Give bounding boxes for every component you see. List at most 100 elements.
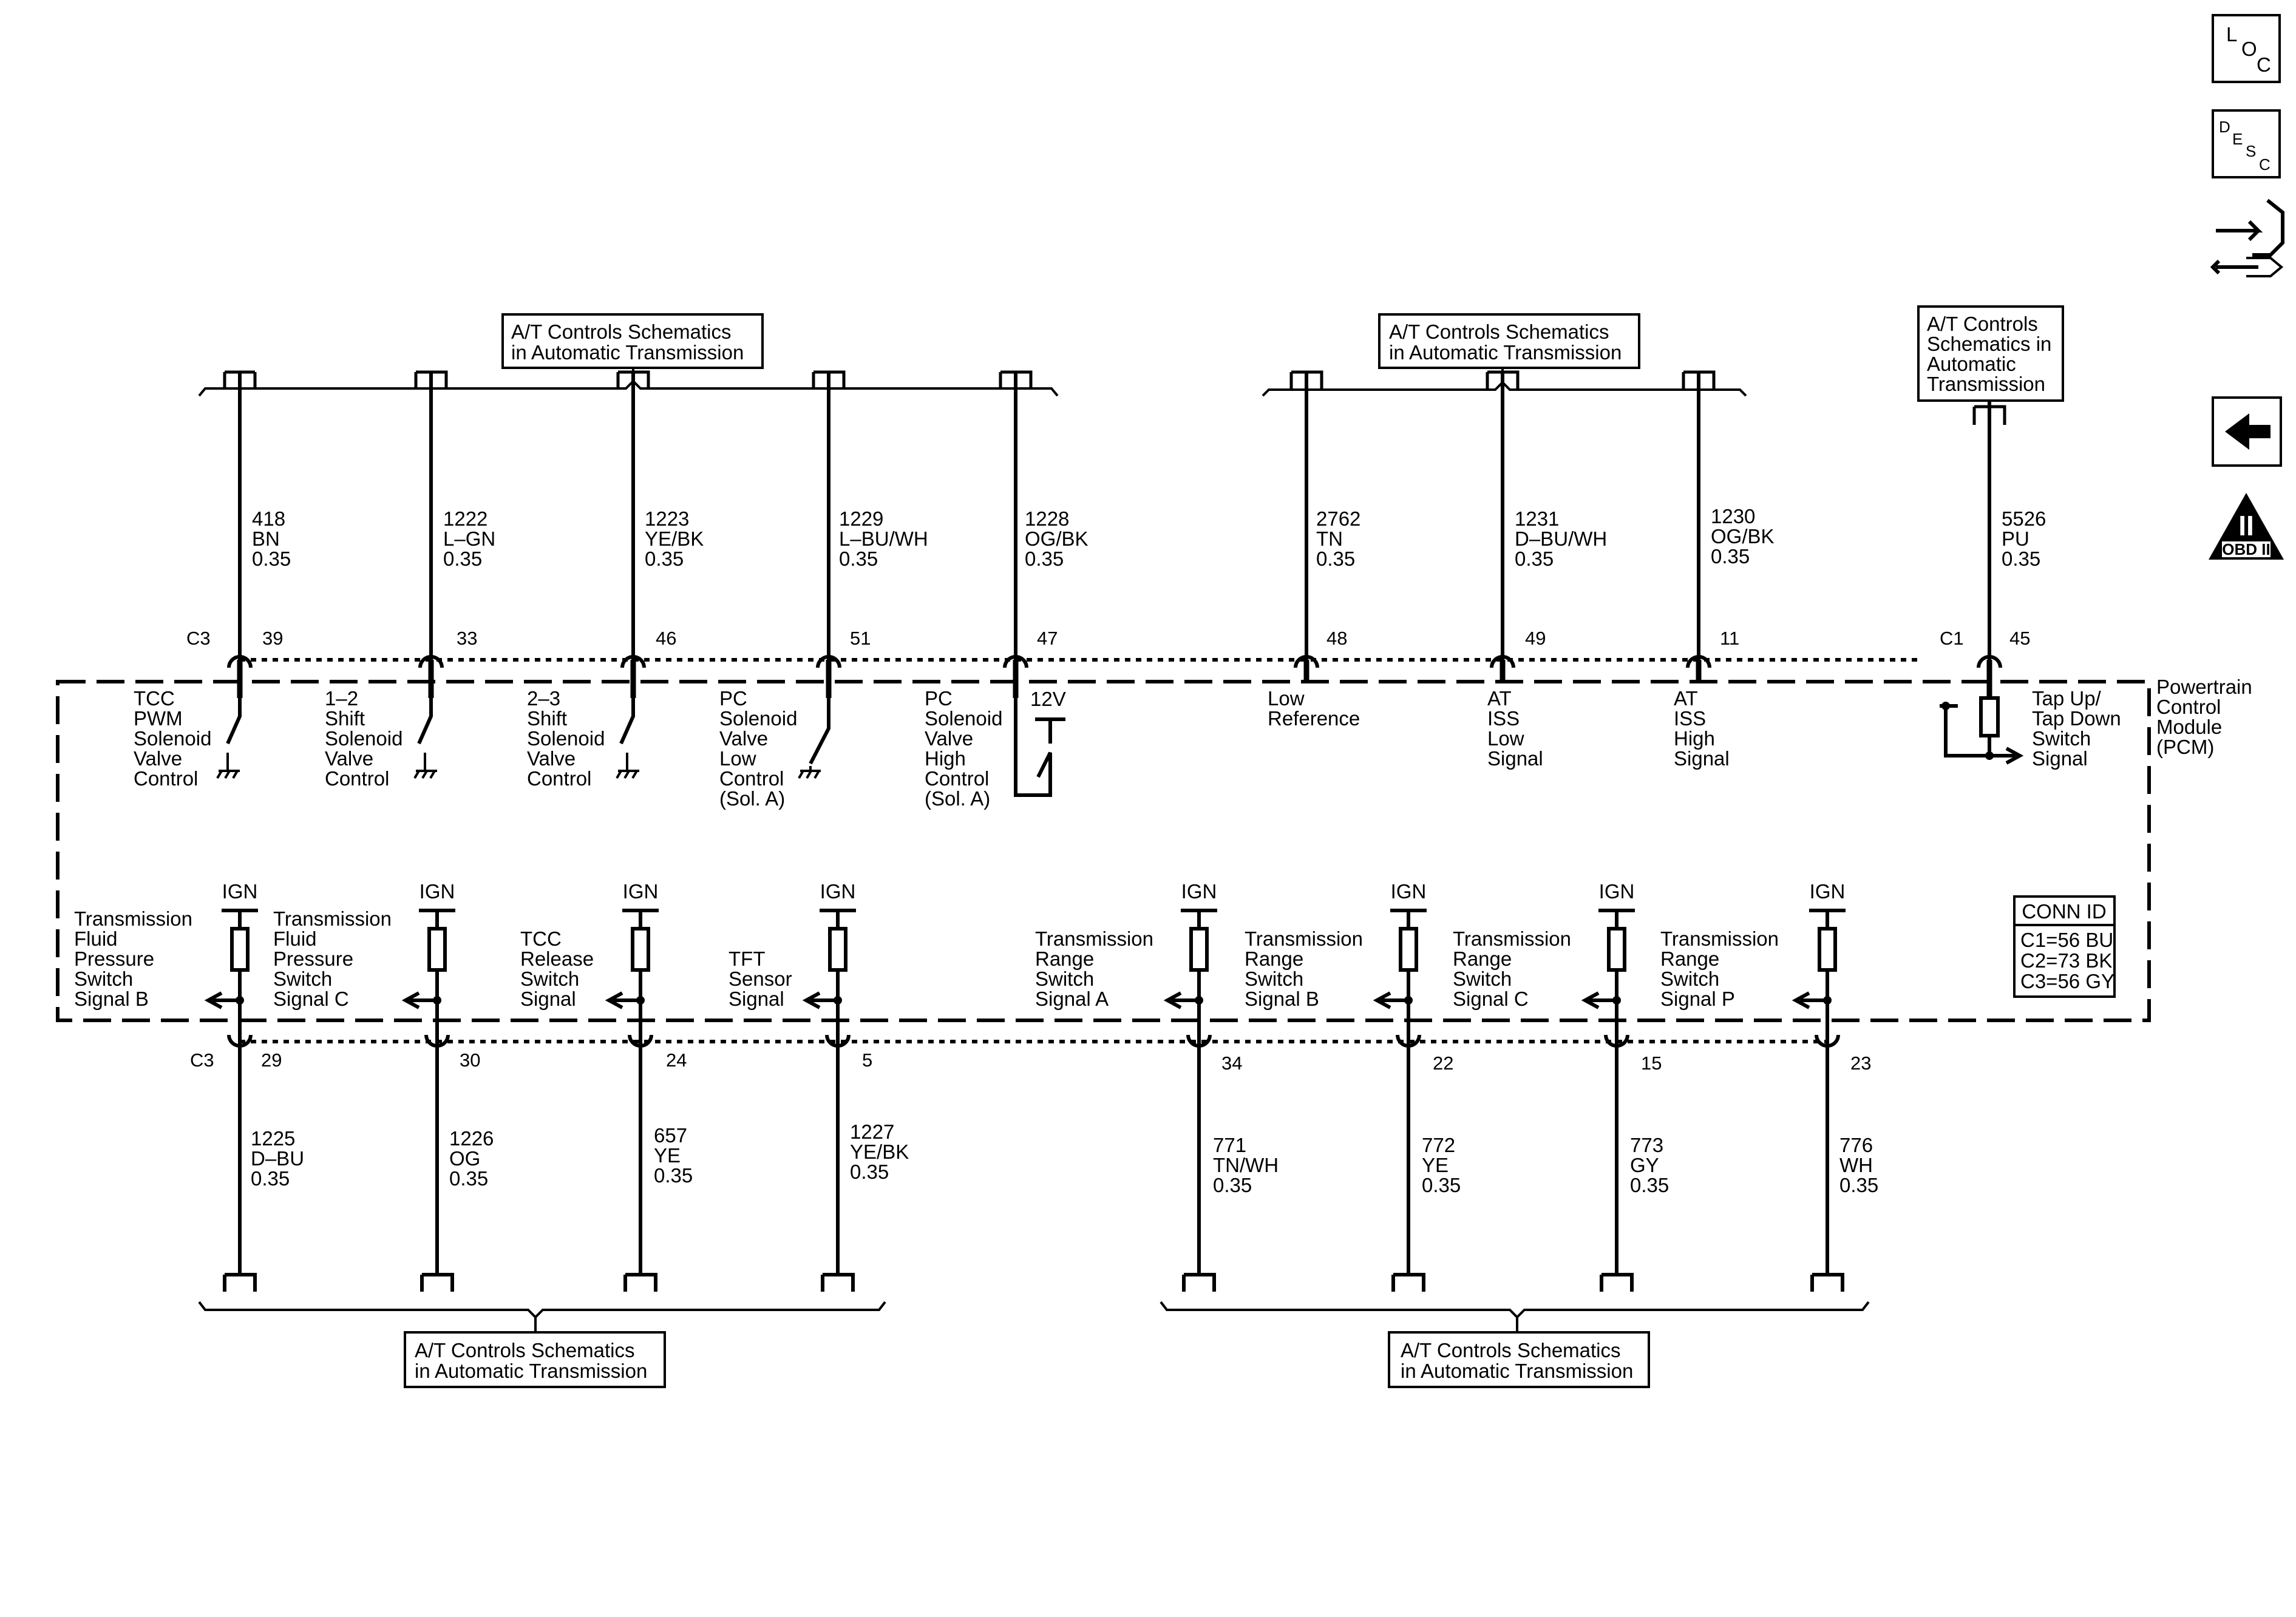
pcm-module-box [56, 680, 2151, 1022]
svg-text:OG: OG [449, 1147, 480, 1170]
circuit-tfp-signal-b: IGN Transmission Fluid Pressure Switch S… [74, 880, 258, 1042]
svg-text:Signal: Signal [729, 988, 784, 1010]
svg-text:Solenoid: Solenoid [925, 707, 1002, 730]
svg-text:772: 772 [1422, 1134, 1455, 1156]
pcm-label: Powertrain Control Module (PCM) [2156, 676, 2252, 758]
svg-text:Signal C: Signal C [273, 988, 349, 1010]
svg-text:0.35: 0.35 [252, 547, 291, 570]
svg-text:1223: 1223 [645, 507, 689, 530]
wire-bottom-773[interactable]: 15 773 GY 0.35 [1600, 1034, 1669, 1292]
svg-text:in Automatic Transmission: in Automatic Transmission [1389, 341, 1622, 364]
label-at-iss-low: AT ISS Low Signal [1487, 687, 1543, 770]
ref-box-top-right[interactable]: A/T Controls Schematics in Automatic Tra… [1917, 305, 2064, 402]
svg-text:E: E [2232, 130, 2243, 148]
svg-text:1230: 1230 [1711, 505, 1755, 527]
wire-top-418[interactable]: 418 BN 0.35 39 C3 [186, 370, 291, 698]
svg-text:Solenoid: Solenoid [325, 727, 402, 750]
svg-text:Signal: Signal [1487, 747, 1543, 770]
hand-wrench-icon[interactable] [2210, 198, 2284, 277]
svg-text:IGN: IGN [1810, 880, 1846, 903]
wire-top-2762[interactable]: 2762 TN 0.35 48 [1289, 370, 1360, 682]
svg-text:Low: Low [1268, 687, 1305, 710]
wire-top-5526[interactable]: 5526 PU 0.35 45 C1 [1940, 405, 2046, 698]
svg-text:TN/WH: TN/WH [1213, 1154, 1279, 1176]
svg-text:Control: Control [719, 767, 784, 790]
svg-text:Control: Control [325, 767, 389, 790]
svg-text:0.35: 0.35 [1630, 1174, 1669, 1196]
ref-box-top-mid[interactable]: A/T Controls Schematics in Automatic Tra… [1378, 313, 1640, 369]
wire-top-1223[interactable]: 1223 YE/BK 0.35 46 [616, 370, 704, 698]
svg-text:Switch: Switch [273, 968, 332, 990]
ref-box-top-left[interactable]: A/T Controls Schematics in Automatic Tra… [501, 313, 764, 369]
svg-text:23: 23 [1850, 1053, 1871, 1074]
svg-text:Solenoid: Solenoid [527, 727, 605, 750]
svg-text:39: 39 [262, 628, 283, 649]
svg-text:1227: 1227 [850, 1120, 894, 1143]
wire-bottom-1227[interactable]: 5 1227 YE/BK 0.35 [821, 1034, 909, 1292]
svg-text:YE: YE [654, 1144, 681, 1167]
svg-text:GY: GY [1630, 1154, 1659, 1176]
loc-button[interactable]: L O C [2212, 14, 2281, 83]
wire-bottom-776[interactable]: 23 776 WH 0.35 [1810, 1034, 1878, 1292]
svg-text:11: 11 [1720, 628, 1739, 649]
svg-text:PC: PC [719, 687, 747, 710]
circuit-range-p: IGN Transmission Range Switch Signal P [1660, 880, 1846, 1042]
svg-text:47: 47 [1037, 628, 1058, 649]
svg-text:Control: Control [527, 767, 591, 790]
svg-text:Solenoid: Solenoid [719, 707, 797, 730]
svg-text:D–BU: D–BU [251, 1147, 304, 1170]
svg-text:0.35: 0.35 [850, 1161, 889, 1183]
svg-text:OG/BK: OG/BK [1711, 525, 1775, 547]
svg-text:771: 771 [1213, 1134, 1246, 1156]
ref-box-bottom-left[interactable]: A/T Controls Schematics in Automatic Tra… [404, 1331, 666, 1388]
wire-bottom-1226[interactable]: 30 1226 OG 0.35 [420, 1034, 494, 1292]
svg-text:IGN: IGN [1181, 880, 1217, 903]
wire-bottom-1225[interactable]: 29 C3 1225 D–BU 0.35 [190, 1034, 304, 1292]
svg-text:Control: Control [2156, 696, 2221, 718]
svg-text:22: 22 [1433, 1053, 1453, 1074]
svg-text:S: S [2246, 142, 2256, 160]
wire-top-1229[interactable]: 1229 L–BU/WH 0.35 51 [812, 370, 928, 698]
svg-text:418: 418 [252, 507, 285, 530]
ref-box-bottom-right[interactable]: A/T Controls Schematics in Automatic Tra… [1388, 1331, 1650, 1388]
svg-text:0.35: 0.35 [839, 547, 878, 570]
svg-text:Transmission: Transmission [74, 907, 192, 930]
svg-text:Tap Up/: Tap Up/ [2032, 687, 2102, 710]
wire-top-1230[interactable]: 1230 OG/BK 0.35 11 [1682, 370, 1775, 682]
wire-bottom-771[interactable]: 34 771 TN/WH 0.35 [1182, 1034, 1279, 1292]
svg-text:A/T Controls Schematics: A/T Controls Schematics [415, 1339, 635, 1361]
svg-text:0.35: 0.35 [1839, 1174, 1878, 1196]
wire-top-1228[interactable]: 1228 OG/BK 0.35 47 [999, 370, 1089, 698]
svg-text:Schematics in: Schematics in [1927, 333, 2051, 355]
circuit-1-2-shift: 1–2 Shift Solenoid Valve Control [325, 687, 437, 790]
obd-ii-icon[interactable]: II OBD II [2209, 493, 2284, 560]
svg-text:IGN: IGN [419, 880, 455, 903]
svg-text:TCC: TCC [520, 927, 562, 950]
svg-text:Powertrain: Powertrain [2156, 676, 2252, 698]
svg-text:(Sol. A): (Sol. A) [719, 787, 785, 810]
svg-text:Sensor: Sensor [729, 968, 792, 990]
svg-text:IGN: IGN [623, 880, 659, 903]
back-arrow-button[interactable] [2212, 396, 2282, 467]
wire-top-1231[interactable]: 1231 D–BU/WH 0.35 49 [1486, 370, 1607, 682]
desc-button[interactable]: D E S C [2212, 109, 2281, 178]
svg-text:Shift: Shift [527, 707, 567, 730]
svg-text:ISS: ISS [1674, 707, 1706, 730]
svg-text:15: 15 [1641, 1053, 1662, 1074]
svg-text:Signal B: Signal B [1245, 988, 1319, 1010]
svg-text:2–3: 2–3 [527, 687, 560, 710]
svg-text:Valve: Valve [527, 747, 576, 770]
svg-text:A/T Controls Schematics: A/T Controls Schematics [511, 320, 732, 343]
wire-top-1222[interactable]: 1222 L–GN 0.35 33 [414, 370, 495, 698]
svg-text:Valve: Valve [325, 747, 373, 770]
svg-text:Signal P: Signal P [1660, 988, 1735, 1010]
svg-text:Signal: Signal [520, 988, 576, 1010]
svg-text:L–BU/WH: L–BU/WH [839, 527, 928, 550]
svg-text:Switch: Switch [1035, 968, 1094, 990]
wire-bottom-772[interactable]: 22 772 YE 0.35 [1391, 1034, 1461, 1292]
svg-text:OG/BK: OG/BK [1025, 527, 1089, 550]
svg-text:Reference: Reference [1268, 707, 1360, 730]
svg-text:A/T Controls: A/T Controls [1927, 313, 2038, 335]
wire-bottom-657[interactable]: 24 657 YE 0.35 [623, 1034, 693, 1292]
